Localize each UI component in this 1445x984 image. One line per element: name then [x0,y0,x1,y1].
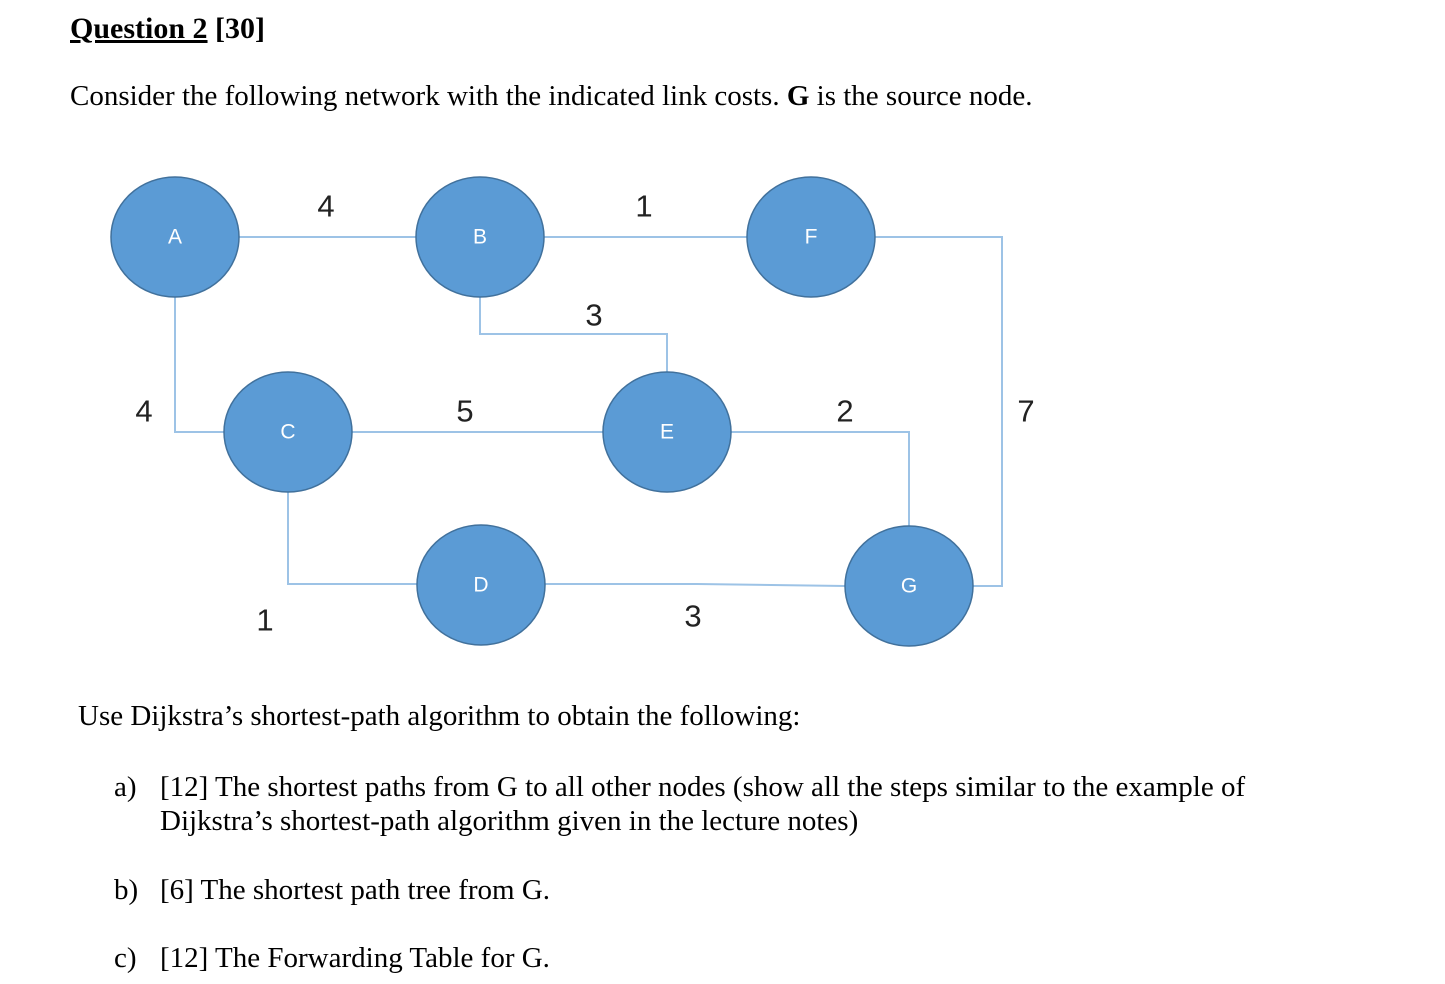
cost-f-g: 7 [1017,394,1034,429]
node-g: G [844,525,974,647]
part-c-label: c) [114,942,137,974]
link-e-g [731,431,910,526]
network-nodes: A B C D E F G [110,176,974,647]
node-a-circle [110,176,240,298]
part-a-label: a) [114,771,137,803]
part-b: b) [6] The shortest path tree from G. [114,873,1014,907]
link-costs: 4 1 3 4 5 2 7 1 3 [135,189,1034,638]
intro-before: Consider the following network with the … [70,80,787,112]
cost-d-g: 3 [684,599,701,634]
task-lead: Use Dijkstra’s shortest-path algorithm t… [78,700,801,732]
link-a-c [174,297,224,433]
part-c-text: [12] The Forwarding Table for G. [160,942,550,974]
node-f-label: F [805,226,818,249]
node-d: D [416,524,546,646]
node-a-label: A [168,226,182,249]
cost-a-b: 4 [317,189,334,224]
part-c: c) [12] The Forwarding Table for G. [114,941,1014,975]
node-b: B [415,176,545,298]
part-a-text-line1: [12] The shortest paths from G to all ot… [160,771,1246,803]
intro-text: Consider the following network with the … [70,80,1033,113]
node-g-label: G [901,575,917,598]
intro-source-node: G [786,80,810,112]
node-c: C [223,371,353,493]
cost-b-f: 1 [635,189,652,224]
node-f-circle [746,176,876,298]
part-b-text: [6] The shortest path tree from G. [160,874,551,906]
link-d-g [545,583,846,587]
node-f: F [746,176,876,298]
cost-e-g: 2 [836,394,853,429]
intro-after: is the source node. [809,80,1033,112]
cost-c-d: 1 [256,603,273,638]
part-b-label: b) [114,874,139,906]
node-d-label: D [473,574,488,597]
link-f-g [875,236,1003,587]
network-links [174,236,1003,587]
cost-a-c: 4 [135,394,152,429]
question-marks: [30] [215,12,266,45]
node-c-label: C [280,421,295,444]
node-e: E [602,371,732,493]
link-b-e [479,297,668,372]
question-heading: Question 2 [30] [70,12,265,46]
node-e-label: E [660,421,674,444]
part-a: a) [12] The shortest paths from G to all… [114,770,1364,840]
cost-c-e: 5 [456,394,473,429]
cost-b-e: 3 [585,298,602,333]
node-c-circle [223,371,353,493]
part-a-text-line2: Dijkstra’s shortest-path algorithm given… [160,805,859,837]
node-d-circle [416,524,546,646]
node-e-circle [602,371,732,493]
node-a: A [110,176,240,298]
node-g-circle [844,525,974,647]
node-b-label: B [473,226,487,249]
node-b-circle [415,176,545,298]
link-c-d [287,492,417,585]
question-title: Question 2 [70,12,208,45]
